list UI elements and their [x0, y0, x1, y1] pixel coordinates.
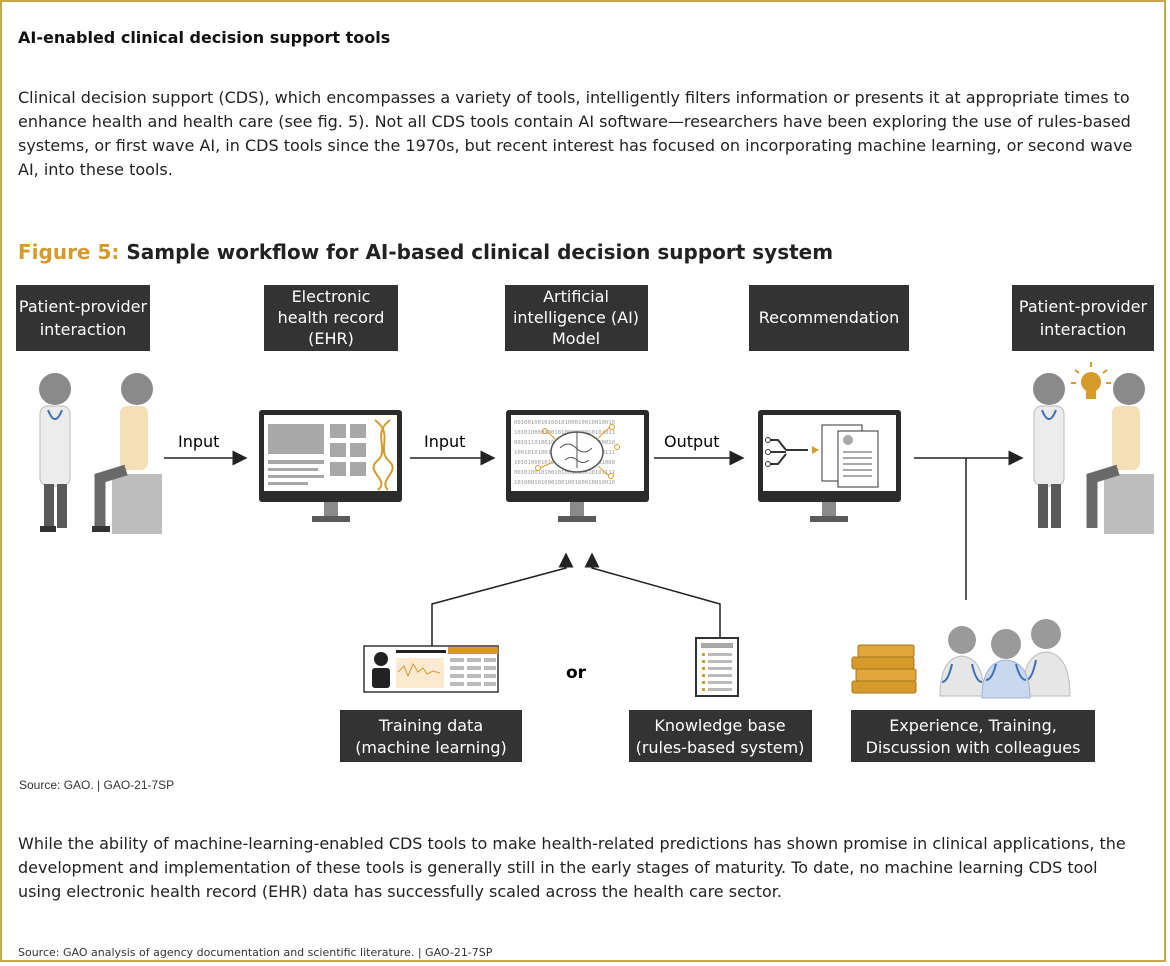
bottom-source: Source: GAO analysis of agency documenta…	[18, 946, 493, 959]
doctor-patient-illustration-left	[39, 373, 162, 534]
training-data-line-2: (machine learning)	[355, 738, 507, 757]
colleagues-icon	[939, 619, 1071, 699]
stage-5-line-1: Patient-provider	[1019, 297, 1148, 316]
training-data-box: Training data (machine learning)	[340, 710, 522, 762]
figure-source: Source: GAO. | GAO-21-7SP	[19, 778, 175, 792]
stage-3-line-3: Model	[552, 329, 600, 348]
stage-3-line-2: intelligence (AI)	[513, 308, 639, 327]
figure-title: Figure 5: Sample workflow for AI-based c…	[18, 240, 833, 264]
doctor-patient-illustration-right	[1033, 373, 1154, 534]
input-label-1: Input	[178, 432, 219, 451]
experience-line-2: Discussion with colleagues	[866, 738, 1081, 757]
stage-2-line-3: (EHR)	[308, 329, 354, 348]
stage-5-line-2: interaction	[1040, 320, 1127, 339]
recommendation-monitor-icon	[758, 410, 901, 522]
stage-2-line-1: Electronic	[292, 287, 371, 306]
lightbulb-icon	[1071, 362, 1111, 399]
stage-box-2: Electronic health record (EHR)	[264, 285, 398, 351]
ai-model-monitor-icon: 001001001010010100010010010010 101010000…	[506, 410, 649, 522]
stage-1-line-2: interaction	[40, 320, 127, 339]
knowledge-base-box: Knowledge base (rules-based system)	[629, 710, 812, 762]
binary-row: 101010000100101000010010101011	[514, 430, 615, 436]
stage-box-5: Patient-provider interaction	[1012, 285, 1154, 351]
figure-title-text: Sample workflow for AI-based clinical de…	[126, 240, 834, 264]
binary-row: 101000101000100100100010010010	[514, 480, 615, 486]
knowledge-base-line-1: Knowledge base	[654, 716, 785, 735]
knowledge-feed-line	[584, 552, 721, 664]
or-label: or	[566, 663, 587, 683]
training-data-icon	[363, 645, 499, 693]
stage-2-line-2: health record	[278, 308, 385, 327]
stage-3-line-1: Artificial	[543, 287, 609, 306]
knowledge-base-line-2: (rules-based system)	[636, 738, 805, 757]
experience-box: Experience, Training, Discussion with co…	[851, 710, 1095, 762]
binary-row: 001001001010010100010010010010	[514, 420, 615, 426]
experience-line-1: Experience, Training,	[889, 716, 1057, 735]
binary-row: 001010010100101001010010101111	[514, 470, 615, 476]
stage-box-1: Patient-provider interaction	[16, 285, 150, 351]
training-feed-line	[431, 552, 574, 664]
figure-label: Figure 5:	[18, 240, 120, 264]
training-data-line-1: Training data	[378, 716, 483, 735]
closing-paragraph: While the ability of machine-learning-en…	[18, 834, 1126, 901]
box-heading: AI-enabled clinical decision support too…	[18, 28, 391, 47]
input-label-2: Input	[424, 432, 465, 451]
ehr-monitor-icon	[259, 410, 402, 522]
stage-box-3: Artificial intelligence (AI) Model	[505, 285, 648, 351]
stage-1-line-1: Patient-provider	[19, 297, 148, 316]
stage-4-line-1: Recommendation	[759, 308, 900, 327]
stage-box-4: Recommendation	[749, 285, 909, 351]
workflow-diagram: Patient-provider interaction Electronic …	[16, 285, 1154, 762]
output-label: Output	[664, 432, 720, 451]
intro-paragraph: Clinical decision support (CDS), which e…	[18, 88, 1133, 179]
knowledge-base-icon	[695, 637, 739, 697]
books-icon	[851, 644, 917, 694]
